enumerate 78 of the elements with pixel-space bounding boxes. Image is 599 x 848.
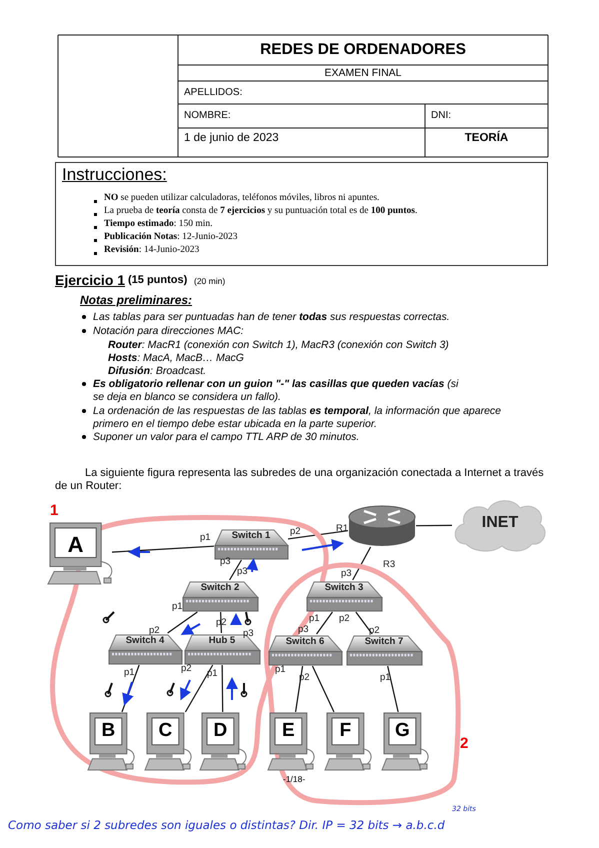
network-link xyxy=(312,666,335,712)
cloud-label: INET xyxy=(480,514,520,532)
header-title: REDES DE ORDENADORES xyxy=(259,41,467,60)
port-label: p3 xyxy=(237,566,248,578)
port-label: p3 xyxy=(243,628,254,640)
switch-label: Switch 3 xyxy=(324,582,364,593)
port-label: p1 xyxy=(207,668,218,680)
network-link xyxy=(288,530,348,540)
form-field-label: NOMBRE: xyxy=(184,110,231,122)
port-label: p3 xyxy=(220,556,231,568)
network-link xyxy=(222,665,224,712)
port-label: p2 xyxy=(290,526,301,538)
list-item: Revisión: 14-Junio-2023 xyxy=(104,245,200,255)
switch-label: Switch 6 xyxy=(284,636,326,647)
list-item: La prueba de teoría consta de 7 ejercicios y su puntuación total es de 100 puntos. xyxy=(104,206,418,216)
port-label: p1 xyxy=(275,664,286,676)
switch-label: Switch 7 xyxy=(364,636,404,647)
notes-heading: Notas preliminares: xyxy=(80,293,192,308)
network-link xyxy=(229,560,242,580)
form-field-label: APELLIDOS: xyxy=(184,87,242,99)
port-label: p2 xyxy=(149,625,160,636)
network-link xyxy=(416,524,452,526)
network-link xyxy=(355,612,373,634)
exercise-heading: Ejercicio 1 xyxy=(55,272,126,289)
instructions-heading: Instrucciones: xyxy=(62,165,167,185)
port-label: p2 xyxy=(369,625,380,636)
port-label: p1 xyxy=(124,667,135,678)
computer-label: B xyxy=(100,720,116,742)
port-label: R3 xyxy=(383,559,396,570)
bullet-note: Las tablas para ser puntuadas han de tener todas sus respuestas correctas. xyxy=(93,311,450,324)
list-item: Publicación Notas: 12-Junio-2023 xyxy=(104,232,238,242)
computer-label: F xyxy=(338,720,352,742)
switch-label: Switch 1 xyxy=(230,530,272,541)
network-link xyxy=(184,664,214,712)
network-link xyxy=(112,546,214,553)
page-number: -1/18- xyxy=(283,774,306,784)
exam-date: 1 de junio de 2023 xyxy=(184,132,279,146)
bullet-note: Suponer un valor para el campo TTL ARP de 30 minutos. xyxy=(93,431,360,444)
network-link xyxy=(316,612,333,634)
exam-part: TEORÍA xyxy=(464,132,510,146)
note-line: Hosts: MacA, MacB… MacG xyxy=(108,352,244,365)
network-link xyxy=(167,612,198,634)
body-text: La siguiente figura representa las subredes de una organización conectada a Internet a través de un Router: xyxy=(55,467,545,494)
port-label: p1 xyxy=(380,672,391,684)
bullet-note: La ordenación de las respuestas de las tablas es temporal, la información que aparece primero en el tiempo debe estar ubicada en la parte superior. xyxy=(93,405,502,430)
switch-label: Switch 4 xyxy=(124,635,166,646)
port-label: p1 xyxy=(309,613,320,624)
port-label: p1 xyxy=(200,532,211,544)
port-label: p1 xyxy=(172,601,183,612)
subnet-number: 2 xyxy=(460,735,468,752)
computer-label: G xyxy=(394,720,411,742)
port-label: p2 xyxy=(181,663,192,674)
note-line: Difusión: Broadcast. xyxy=(108,365,206,378)
note-line: Router: MacR1 (conexión con Switch 1), MacR3 (conexión con Switch 3) xyxy=(108,339,449,352)
list-item: NO se pueden utilizar calculadoras, teléfonos móviles, libros ni apuntes. xyxy=(104,193,380,203)
bullet-note: Notación para direcciones MAC: xyxy=(93,325,244,338)
computer-label: D xyxy=(212,720,228,742)
handwritten-note: Como saber si 2 subredes son iguales o distintas? Dir. IP = 32 bits → a.b.c.d xyxy=(8,819,445,833)
computer-label: E xyxy=(281,720,296,742)
exam-type: EXAMEN FINAL xyxy=(323,67,403,80)
form-field-label: DNI: xyxy=(431,110,451,122)
network-link xyxy=(294,666,304,712)
port-label: p3 xyxy=(341,568,352,580)
network-link xyxy=(352,546,372,580)
instructions-box xyxy=(55,162,548,266)
port-label: p3 xyxy=(298,624,309,636)
switch-label: Hub 5 xyxy=(208,635,236,646)
computer-label: A xyxy=(66,532,85,558)
subnet-number: 1 xyxy=(50,502,58,519)
computer-label: C xyxy=(158,720,174,742)
switch-label: Switch 2 xyxy=(200,582,240,593)
port-label: p2 xyxy=(339,613,350,624)
exercise-time: (20 min) xyxy=(194,276,226,286)
network-link xyxy=(387,666,399,712)
exercise-points: (15 puntos) xyxy=(128,274,188,288)
port-label: R1 xyxy=(336,523,348,534)
list-item: Tiempo estimado: 150 min. xyxy=(104,219,213,229)
bullet-note: Es obligatorio rellenar con un guion "-" las casillas que queden vacías (si se deja en blanco se considera un fallo). xyxy=(93,378,460,404)
